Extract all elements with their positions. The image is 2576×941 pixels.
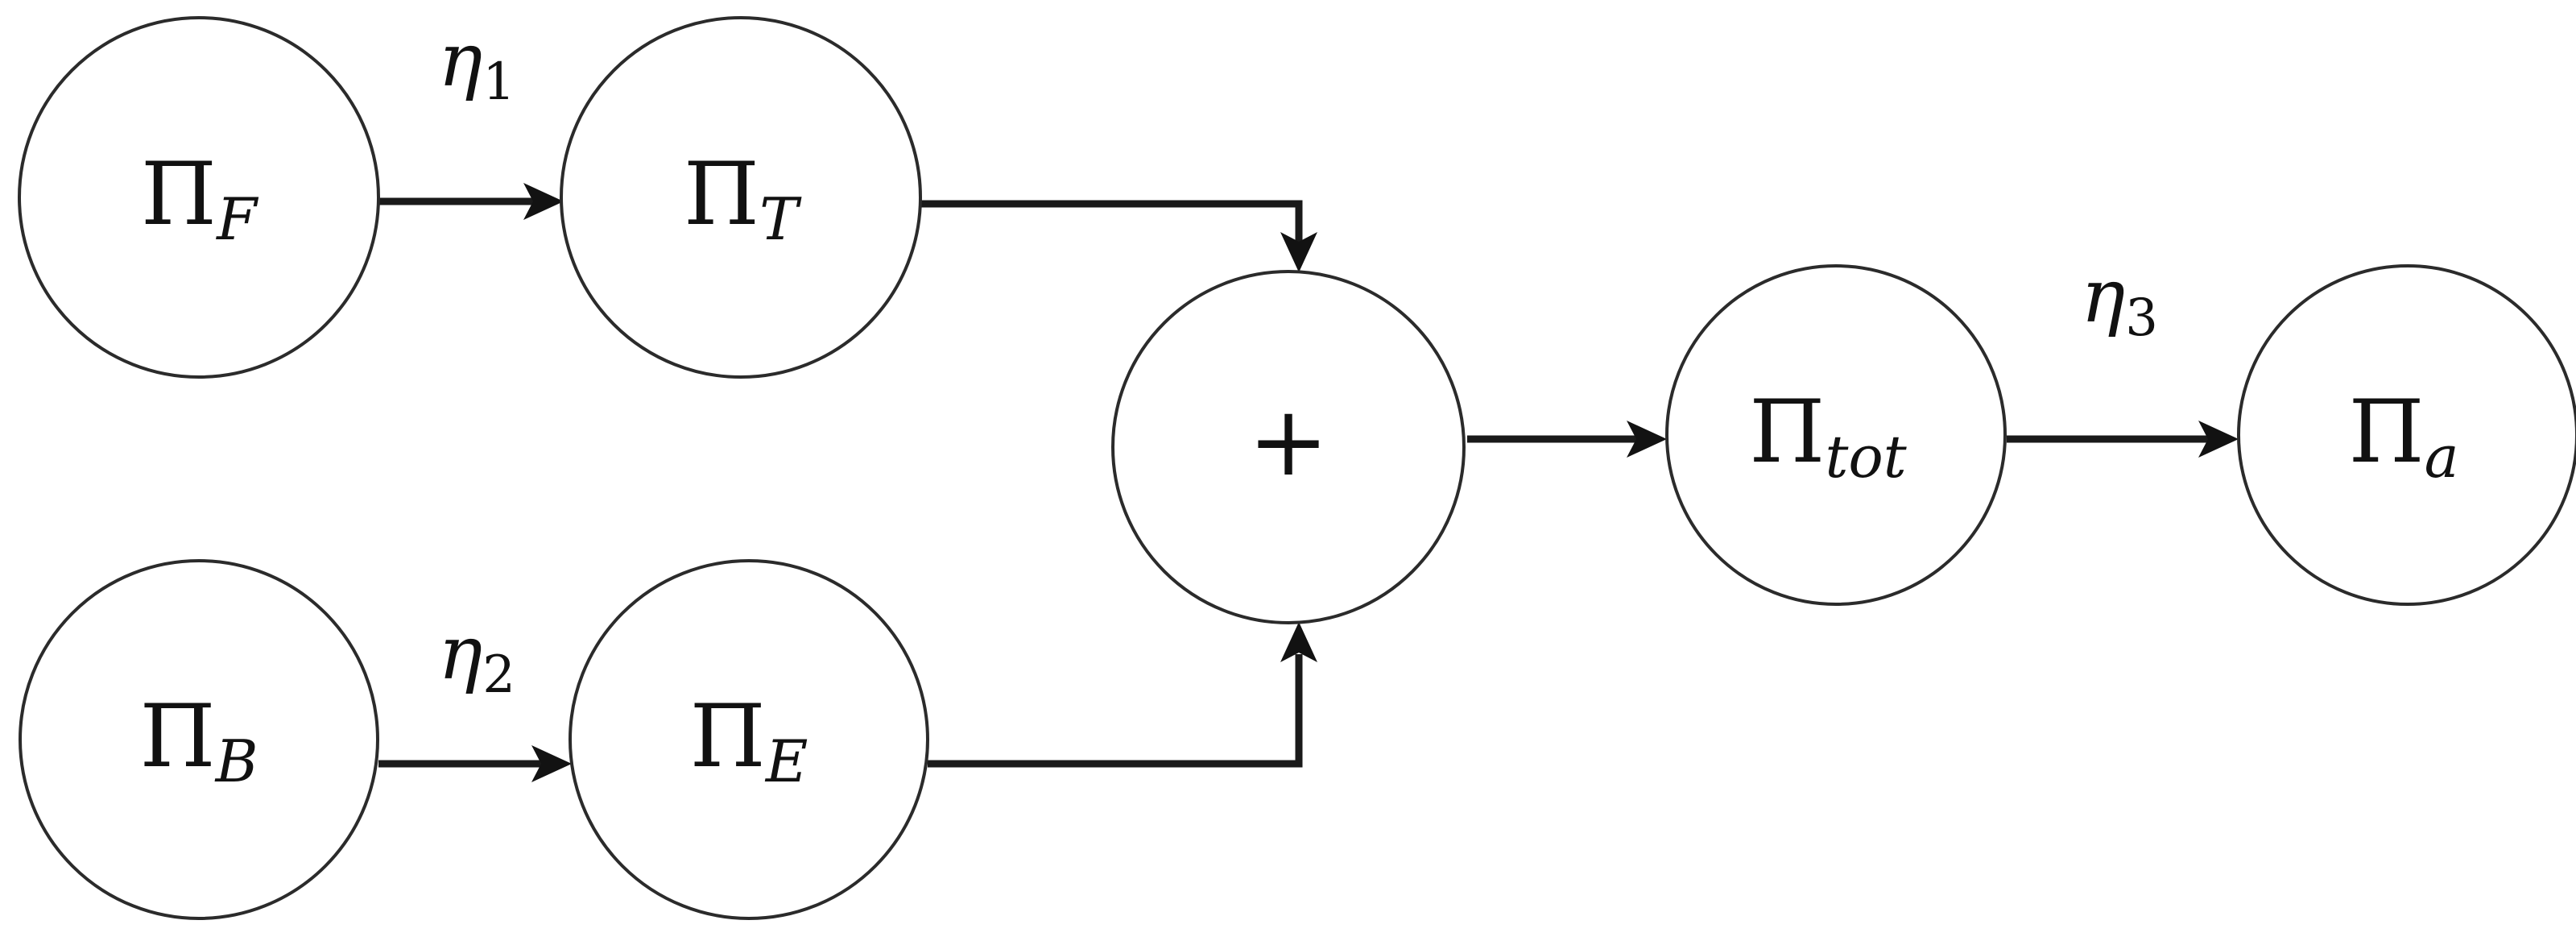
node-circle-pi-a[interactable] — [2237, 264, 2576, 606]
edge-pi-f-to-pi-t — [378, 183, 564, 220]
edge-pi-tot-to-pi-a — [2007, 421, 2239, 458]
arrow-head-sum-tot — [1627, 421, 1667, 458]
edge-sum-to-pi-tot — [1467, 421, 1667, 458]
node-circle-pi-f[interactable] — [18, 16, 380, 379]
node-label-pi-tot: Πtot — [1749, 382, 1907, 491]
edge-pi-t-to-sum — [920, 200, 1317, 272]
arrow-head-f-t — [523, 183, 564, 220]
arrow-head-b-e — [531, 745, 572, 782]
edge-label-eta-1: η1 — [438, 17, 515, 112]
node-label-pi-b: ΠB — [139, 686, 258, 795]
edge-label-eta-2: η2 — [438, 610, 515, 705]
arrow-head-e-sum — [1280, 622, 1317, 662]
node-circle-sum[interactable] — [1111, 270, 1466, 624]
node-circle-pi-t[interactable] — [560, 16, 922, 379]
eta-subscript-1: 1 — [482, 52, 515, 112]
node-label-pi-f: ΠF — [141, 144, 259, 253]
node-label-pi-e: ΠE — [690, 686, 808, 795]
eta-symbol-3: η — [2081, 253, 2125, 339]
pi-symbol-a: Π — [2348, 382, 2424, 483]
pi-subscript-e: E — [764, 728, 808, 795]
edge-label-eta-3: η3 — [2081, 253, 2158, 348]
pi-symbol-t: Π — [684, 144, 759, 245]
plus-symbol: + — [1248, 386, 1329, 498]
node-label-pi-t: ΠT — [684, 144, 802, 253]
eta-subscript-3: 3 — [2125, 288, 2158, 348]
pi-symbol-e: Π — [690, 686, 766, 787]
arrow-head-tot-a — [2198, 421, 2239, 458]
node-circle-pi-e[interactable] — [569, 559, 929, 920]
edge-line-e-sum — [928, 654, 1303, 768]
pi-symbol-tot: Π — [1749, 382, 1825, 483]
pi-subscript-b: B — [214, 728, 258, 795]
pi-subscript-f: F — [215, 185, 259, 253]
edge-pi-b-to-pi-e — [378, 745, 572, 782]
pi-subscript-a: a — [2425, 423, 2459, 491]
pi-symbol-b: Π — [139, 686, 215, 787]
eta-symbol-1: η — [438, 17, 482, 103]
pi-subscript-t: T — [759, 185, 802, 253]
node-label-sum-operator: + — [1248, 386, 1329, 498]
pi-subscript-tot: tot — [1825, 423, 1907, 491]
node-circle-pi-b[interactable] — [19, 559, 379, 920]
node-label-pi-a: Πa — [2348, 382, 2458, 491]
node-circle-pi-tot[interactable] — [1665, 264, 2007, 606]
arrow-head-t-sum — [1280, 232, 1317, 272]
eta-subscript-2: 2 — [482, 645, 515, 705]
edge-pi-e-to-sum — [928, 622, 1317, 768]
edge-line-t-sum — [920, 200, 1303, 243]
eta-symbol-2: η — [438, 610, 482, 696]
pi-symbol-f: Π — [141, 144, 217, 245]
